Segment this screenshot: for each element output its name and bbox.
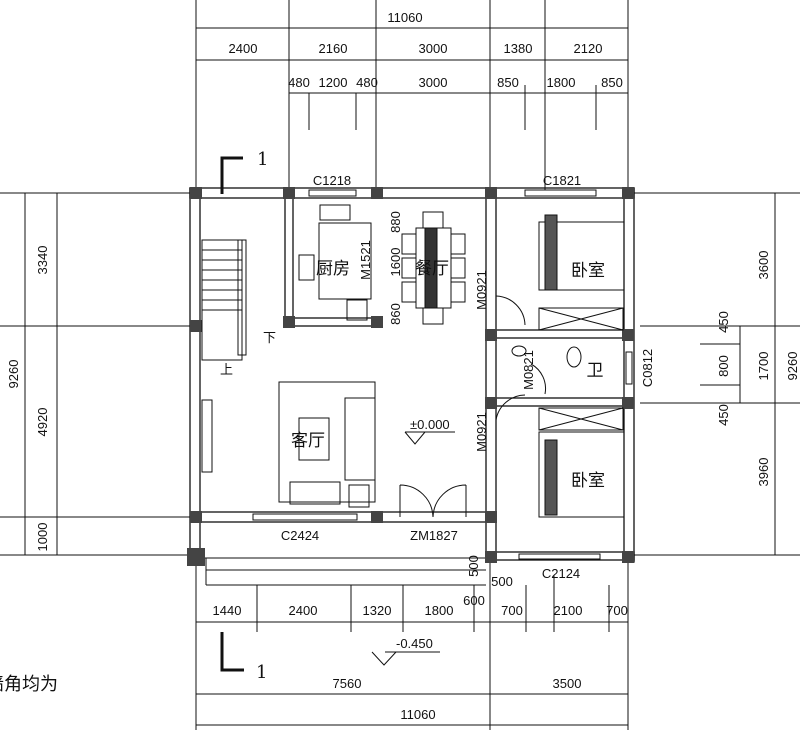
dim-left: 3340 [35, 246, 50, 275]
door-label: ZM1827 [410, 528, 458, 543]
dim-left-total: 9260 [6, 360, 21, 389]
dim-dining: 1600 [388, 248, 403, 277]
section-label: 1 [257, 149, 268, 170]
room-dining: 餐厅 [415, 259, 449, 278]
dim-right: 3960 [756, 458, 771, 487]
dim-dining: 860 [388, 303, 403, 325]
dim-bottom-detail: 1320 [363, 603, 392, 618]
level-outdoor: -0.450 [396, 636, 433, 651]
dim-top-axis: 2120 [574, 41, 603, 56]
door-label: M0921 [474, 270, 489, 310]
opening-labels: C1218 C1821 C2424 C2124 C0812 M1521 M092… [281, 173, 655, 581]
door-label: M0821 [521, 350, 536, 390]
dim-bottom-detail: 1440 [213, 603, 242, 618]
dim-top-detail: 3000 [419, 75, 448, 90]
dim-bottom-detail: 700 [606, 603, 628, 618]
dim-top-detail: 1800 [547, 75, 576, 90]
room-labels: 厨房 餐厅 卧室 卫 客厅 卧室 [291, 259, 605, 490]
room-living: 客厅 [291, 431, 325, 450]
window-label: C2124 [542, 566, 580, 581]
dim-top-axis: 3000 [419, 41, 448, 56]
dim-right-detail: 450 [716, 311, 731, 333]
walls [187, 187, 635, 586]
level-floor: ±0.000 [410, 417, 450, 432]
room-bathroom: 卫 [587, 361, 604, 380]
dim-dining: 880 [388, 211, 403, 233]
dim-step: 500 [466, 555, 481, 577]
dim-bottom-detail: 2100 [554, 603, 583, 618]
dim-top-axis: 2400 [229, 41, 258, 56]
dim-top-detail: 850 [497, 75, 519, 90]
dim-bottom-detail: 2400 [289, 603, 318, 618]
dim-top-detail: 480 [356, 75, 378, 90]
section-marks: 1 1 [220, 149, 268, 683]
dim-right-total: 9260 [785, 352, 800, 381]
dim-top-detail: 850 [601, 75, 623, 90]
dim-top-detail: 480 [288, 75, 310, 90]
dim-top-axis: 1380 [504, 41, 533, 56]
dim-step: 500 [491, 574, 513, 589]
note-text: 墙角均为 [0, 674, 58, 694]
stair-up: 上 [220, 362, 233, 377]
dim-bottom-axis: 3500 [553, 676, 582, 691]
dim-bottom-axis: 7560 [333, 676, 362, 691]
dim-right-detail: 450 [716, 404, 731, 426]
furniture [201, 204, 625, 518]
dim-top-detail: 1200 [319, 75, 348, 90]
section-label: 1 [256, 662, 267, 683]
dim-bottom-detail: 700 [501, 603, 523, 618]
window-label: C2424 [281, 528, 319, 543]
room-bedroom: 卧室 [571, 261, 605, 280]
room-kitchen: 厨房 [316, 259, 350, 278]
dim-right: 3600 [756, 251, 771, 280]
room-bedroom: 卧室 [571, 471, 605, 490]
dim-left: 1000 [35, 523, 50, 552]
dim-left: 4920 [35, 408, 50, 437]
window-label: C1821 [543, 173, 581, 188]
dimension-labels: 11060 2400 2160 3000 1380 2120 480 1200 … [6, 10, 800, 722]
dim-right-detail: 800 [716, 355, 731, 377]
level-marks: ±0.000 -0.450 [371, 417, 455, 666]
door-label: M0921 [474, 412, 489, 452]
window-label: C0812 [640, 349, 655, 387]
window-label: C1218 [313, 173, 351, 188]
door-label: M1521 [358, 240, 373, 280]
stair-down: 下 [263, 330, 276, 345]
dim-bottom-detail: 1800 [425, 603, 454, 618]
dim-top-total: 11060 [387, 10, 422, 25]
dim-right: 1700 [756, 352, 771, 381]
dim-bottom-total: 11060 [400, 707, 435, 722]
dim-step: 600 [463, 593, 485, 608]
dim-top-axis: 2160 [319, 41, 348, 56]
